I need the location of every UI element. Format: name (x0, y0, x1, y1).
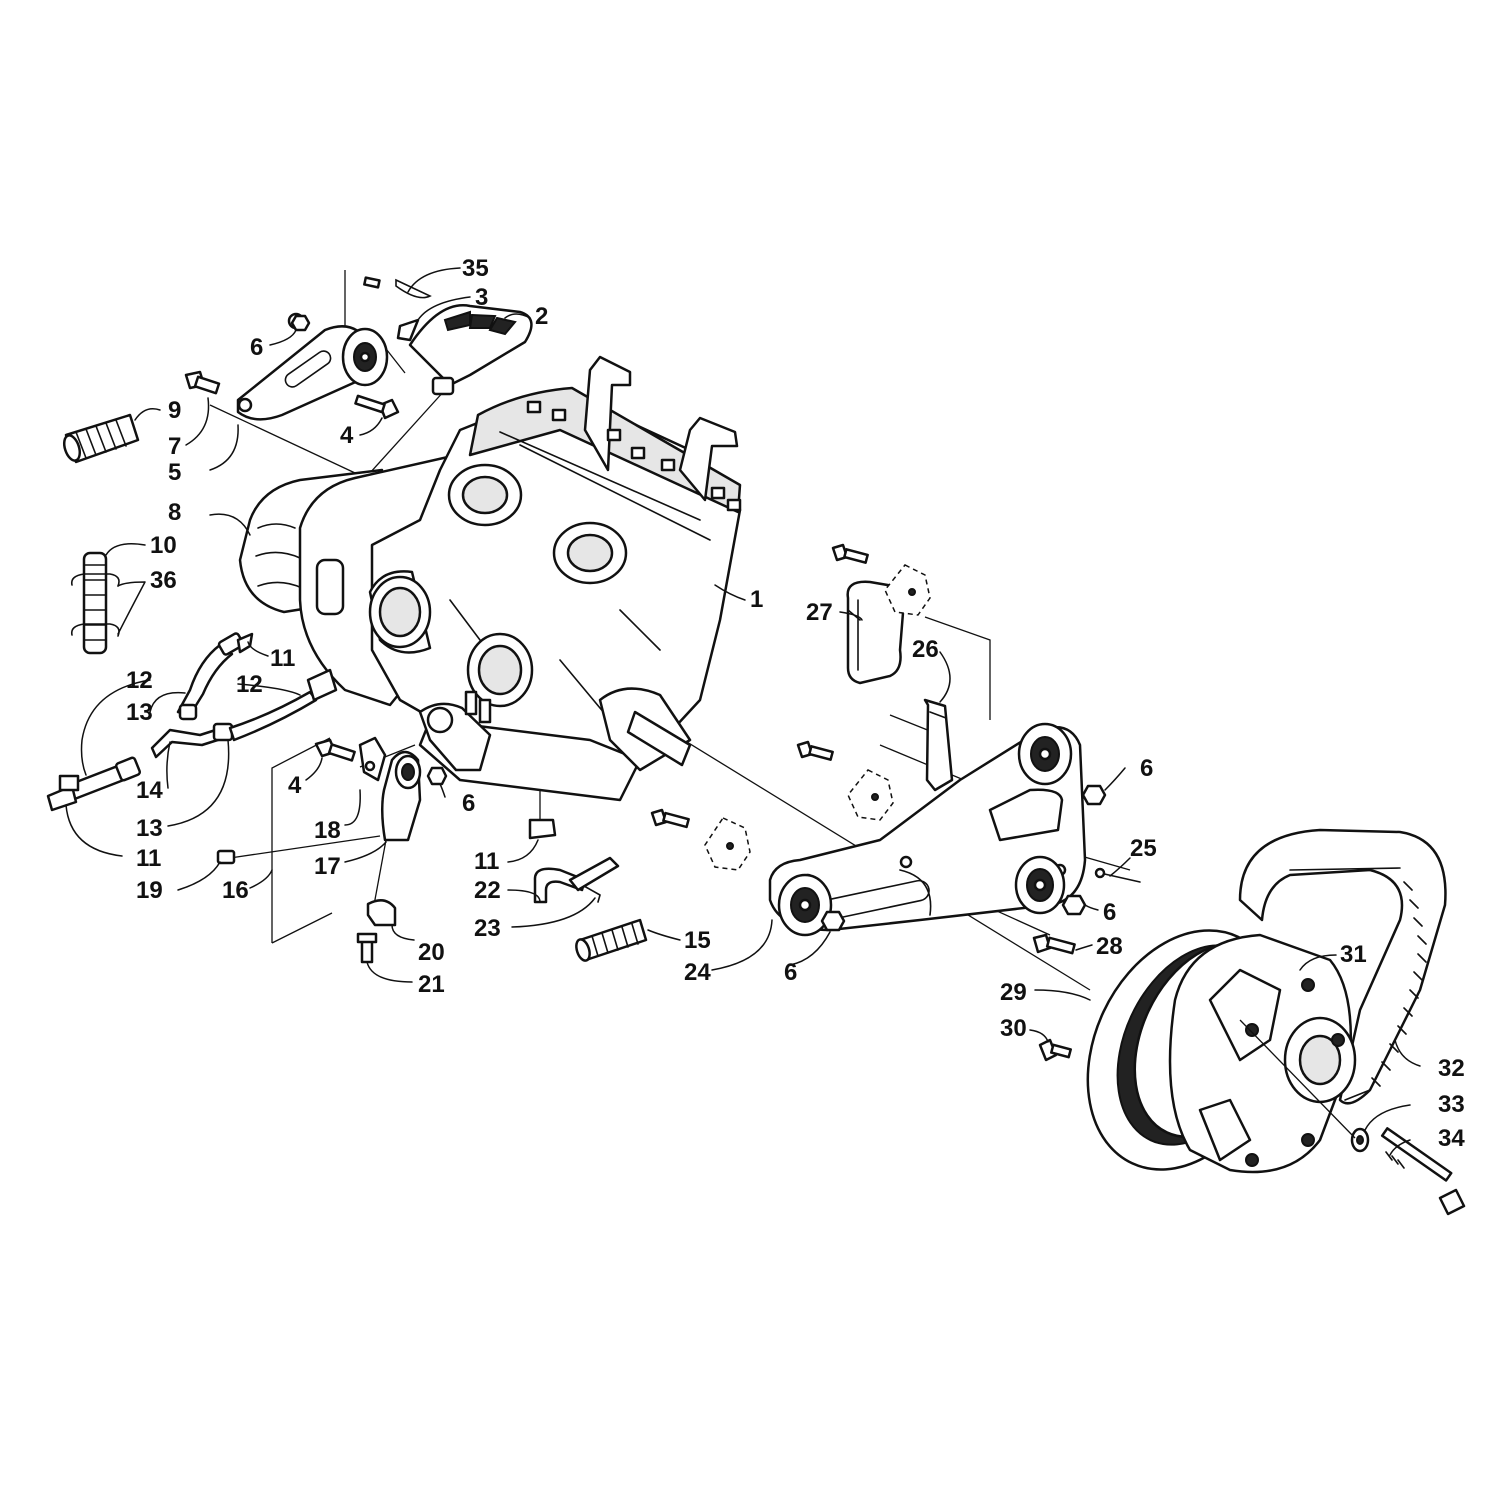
pin-part-25 (1094, 857, 1141, 883)
head-bolts (526, 400, 742, 512)
bolt-part-34 (1380, 1127, 1466, 1216)
handle-part-2 (408, 304, 533, 396)
bolt-part-28 (1032, 933, 1093, 955)
bolt-part-30 (1029, 1029, 1072, 1062)
clutch-part-31 (1168, 933, 1357, 1174)
spring-part-9 (62, 408, 161, 464)
callout-12-b: 12 (236, 671, 263, 698)
spring-part-15 (575, 918, 681, 962)
callout-24: 24 (684, 959, 711, 986)
plate-insulators (777, 722, 1073, 937)
plate-nuts-part-6 (820, 784, 1107, 932)
callout-26: 26 (912, 636, 939, 663)
callout-6: 6 (250, 334, 263, 361)
clip-part-3 (396, 296, 471, 342)
callout-labels: 35 3 2 6 9 4 7 5 8 10 36 1 27 26 11 12 1… (126, 255, 1465, 1152)
fuel-line-leaders (65, 641, 301, 857)
mount-insulator-upper (341, 327, 389, 387)
callout-32: 32 (1438, 1055, 1465, 1082)
callout-19: 19 (136, 877, 163, 904)
callout-17: 17 (314, 853, 341, 880)
callout-13: 13 (126, 699, 153, 726)
callout-8: 8 (168, 499, 181, 526)
shaft-line (1239, 1019, 1356, 1139)
callout-35: 35 (462, 255, 489, 282)
callout-6-b: 6 (1140, 755, 1153, 782)
washer-part-33 (1350, 1104, 1411, 1153)
callout-30: 30 (1000, 1015, 1027, 1042)
bolt-part-4-upper (354, 394, 400, 436)
callout-11: 11 (270, 645, 295, 672)
callout-36: 36 (150, 567, 177, 594)
rear-mount-assembly (216, 736, 448, 964)
callout-3: 3 (475, 284, 488, 311)
callout-5: 5 (168, 459, 181, 486)
callout-25: 25 (1130, 835, 1157, 862)
damper-washers (704, 564, 931, 871)
damper-bolts (650, 543, 869, 829)
callout-7: 7 (168, 433, 181, 460)
callout-1: 1 (750, 586, 763, 613)
callout-11-c: 11 (474, 848, 499, 875)
callout-4: 4 (340, 422, 354, 449)
callout-18: 18 (314, 817, 341, 844)
plate-leaders (711, 767, 1126, 971)
vent-hose-assembly (507, 818, 620, 928)
hose-clamps-part-36 (70, 573, 146, 637)
callout-27: 27 (806, 599, 833, 626)
fuel-lines (46, 632, 338, 812)
callout-16: 16 (222, 877, 249, 904)
callout-29: 29 (1000, 979, 1027, 1006)
callout-9: 9 (168, 397, 181, 424)
bracket-part-26 (923, 651, 954, 792)
bolt-part-7 (184, 370, 221, 446)
callout-21: 21 (418, 971, 445, 998)
callout-6-c: 6 (462, 790, 475, 817)
callout-14: 14 (136, 777, 163, 804)
rear-mount-leaders (177, 757, 446, 983)
callout-11-b: 11 (136, 845, 161, 872)
callout-20: 20 (418, 939, 445, 966)
callout-22: 22 (474, 877, 501, 904)
callout-34: 34 (1438, 1125, 1465, 1152)
callout-31: 31 (1340, 941, 1367, 968)
callout-28: 28 (1096, 933, 1123, 960)
callout-6-e: 6 (784, 959, 797, 986)
callout-10: 10 (150, 532, 177, 559)
callout-6-d: 6 (1103, 899, 1116, 926)
pin-part-35 (363, 267, 461, 299)
engine-part-1 (298, 355, 742, 802)
belt-guard-part-27 (839, 580, 907, 685)
hose-part-10 (82, 543, 146, 655)
callout-4-b: 4 (288, 772, 302, 799)
callout-12: 12 (126, 667, 153, 694)
callout-23: 23 (474, 915, 501, 942)
nut-part-6-upper (269, 314, 311, 346)
engine-leaders (209, 513, 746, 601)
callout-15: 15 (684, 927, 711, 954)
callout-2: 2 (535, 303, 548, 330)
drive-belt-part-32 (1238, 828, 1447, 1105)
callout-33: 33 (1438, 1091, 1465, 1118)
callout-13-b: 13 (136, 815, 163, 842)
